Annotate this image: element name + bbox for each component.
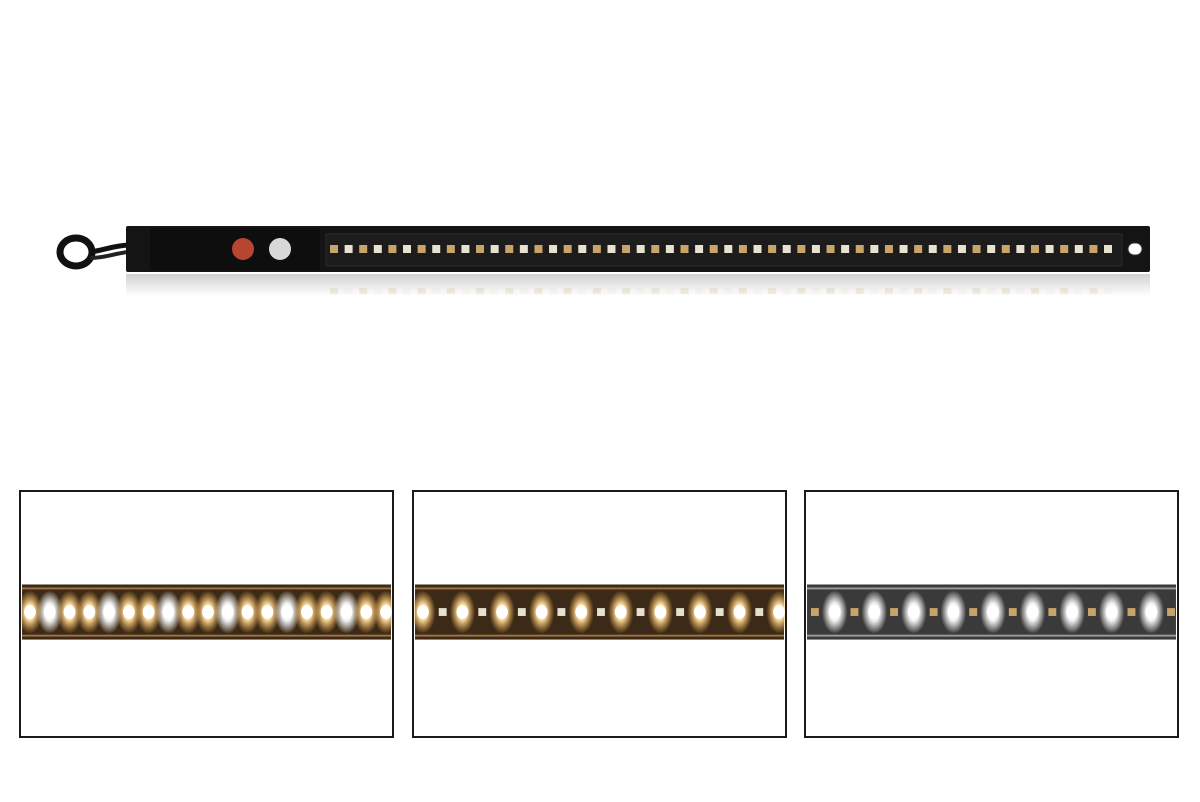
led-chip xyxy=(1104,245,1112,253)
led-chip xyxy=(1001,245,1010,253)
led-chip xyxy=(665,245,674,253)
led-chip xyxy=(438,608,447,616)
led-chip xyxy=(870,245,879,253)
mount-hole-icon xyxy=(1127,242,1143,256)
led-chip xyxy=(884,245,893,253)
led-chip xyxy=(651,245,660,253)
led-chip xyxy=(826,245,835,253)
led-chip xyxy=(1127,608,1136,616)
led-chip xyxy=(557,608,566,616)
led-chip xyxy=(811,245,820,253)
led-chip xyxy=(622,245,631,253)
led-light-bar xyxy=(56,226,1150,296)
led-chip xyxy=(417,245,426,253)
led-chip xyxy=(850,608,859,616)
led-chip xyxy=(928,245,937,253)
led-chip xyxy=(890,608,898,616)
led-chip xyxy=(899,245,908,253)
led-chip xyxy=(403,245,412,253)
led-chip xyxy=(373,245,382,253)
white-button-icon[interactable] xyxy=(269,238,291,260)
led-chip xyxy=(519,245,528,253)
led-chip xyxy=(578,245,587,253)
led-chip xyxy=(607,245,616,253)
led-chip xyxy=(972,245,981,253)
led-chip xyxy=(797,245,806,253)
red-button-icon[interactable] xyxy=(232,238,254,260)
led-chip xyxy=(755,608,764,616)
mode-panel-warm xyxy=(412,490,787,738)
led-chip xyxy=(388,245,397,253)
led-chip xyxy=(1074,245,1083,253)
led-chip xyxy=(1008,608,1017,616)
led-chip xyxy=(344,245,353,253)
led-chip xyxy=(957,245,966,253)
mode-panel-mixed xyxy=(19,490,394,738)
led-chip xyxy=(636,608,645,616)
mode-panel-cool xyxy=(804,490,1179,738)
led-chip xyxy=(929,608,938,616)
led-chip xyxy=(476,245,485,253)
led-chip xyxy=(1045,245,1054,253)
led-chip xyxy=(1089,245,1098,253)
led-chip xyxy=(461,245,470,253)
led-chip xyxy=(1167,608,1175,616)
led-chip xyxy=(715,608,724,616)
led-chip xyxy=(517,608,526,616)
led-chip xyxy=(330,245,338,253)
led-chip xyxy=(768,245,777,253)
led-chip xyxy=(676,608,685,616)
led-chip xyxy=(738,245,747,253)
led-chip xyxy=(549,245,558,253)
led-chip xyxy=(505,245,514,253)
led-chip xyxy=(943,245,952,253)
led-chip xyxy=(695,245,704,253)
led-chip xyxy=(914,245,923,253)
led-chip xyxy=(534,245,543,253)
led-chip xyxy=(563,245,572,253)
led-chip xyxy=(1087,608,1096,616)
led-chip xyxy=(969,608,978,616)
led-chip xyxy=(709,245,718,253)
led-chip xyxy=(597,608,605,616)
led-chip xyxy=(987,245,996,253)
led-chip xyxy=(855,245,864,253)
led-chip xyxy=(478,608,487,616)
led-chip xyxy=(446,245,455,253)
led-chip xyxy=(724,245,733,253)
led-chip xyxy=(782,245,791,253)
led-chip xyxy=(841,245,850,253)
led-chip xyxy=(1048,608,1057,616)
led-chip xyxy=(592,245,601,253)
led-chip xyxy=(636,245,645,253)
led-chip xyxy=(1030,245,1039,253)
led-chip xyxy=(810,608,819,616)
led-chip xyxy=(1016,245,1025,253)
led-chip xyxy=(1060,245,1069,253)
led-chip xyxy=(490,245,499,253)
led-chip xyxy=(680,245,689,253)
led-chip xyxy=(432,245,441,253)
led-row xyxy=(330,245,1112,253)
led-chip xyxy=(753,245,762,253)
led-chip xyxy=(359,245,368,253)
